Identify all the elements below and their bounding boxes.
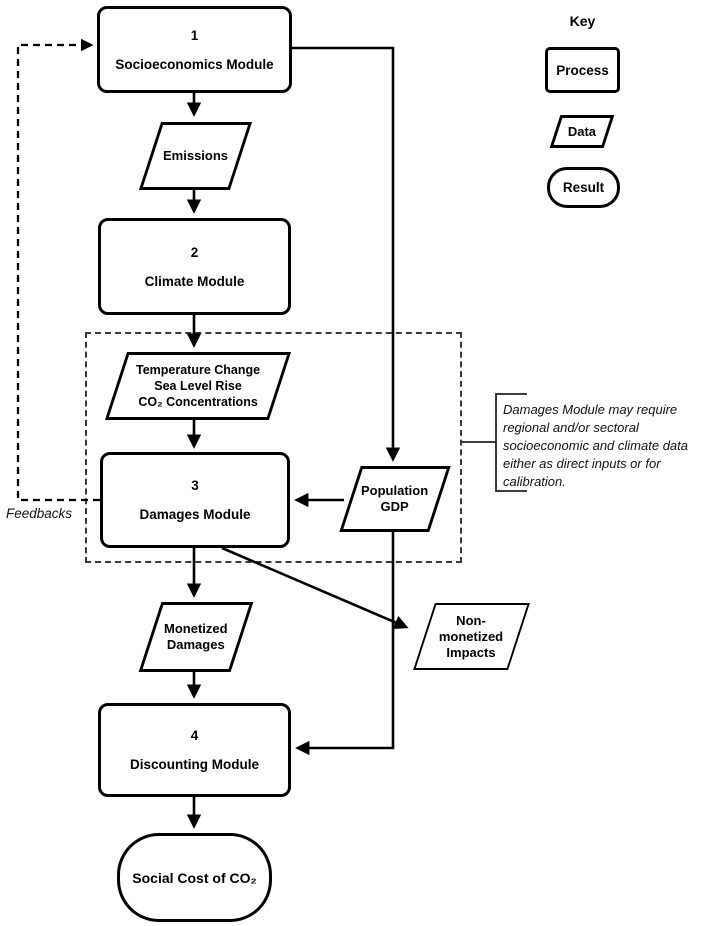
note-line-2: regional and/or sectoral <box>503 420 639 435</box>
social-cost-label: Social Cost of CO₂ <box>132 869 257 886</box>
key-result-label: Result <box>562 180 605 195</box>
discounting-number: 4 <box>190 728 199 743</box>
key-data-label: Data <box>567 123 597 139</box>
key-process-shape: Process <box>545 47 620 93</box>
population-gdp-line-1: Population <box>361 483 429 498</box>
damages-module-note: Damages Module may require regional and/… <box>503 401 718 491</box>
feedbacks-label: Feedbacks <box>6 506 73 521</box>
key-data-shape: Data <box>549 115 615 148</box>
non-monetized-line-3: Impacts <box>446 644 497 660</box>
note-line-4: either as direct inputs or for <box>503 456 661 471</box>
non-monetized-line-2: monetized <box>439 628 504 644</box>
edge-damages-to-nonmonetized <box>221 546 409 630</box>
note-line-1: Damages Module may require <box>503 402 678 417</box>
climate-outputs-line-3: CO₂ Concentrations <box>138 395 258 409</box>
damages-number: 3 <box>191 478 199 493</box>
annotation-bracket <box>495 393 527 492</box>
damages-label: Damages Module <box>139 507 251 522</box>
discounting-module-node: 4 Discounting Module <box>98 703 291 797</box>
key-title: Key <box>569 13 596 29</box>
climate-number: 2 <box>190 244 199 260</box>
key-process-label: Process <box>556 62 609 78</box>
socioeconomics-number: 1 <box>190 27 199 43</box>
edge-population-to-discounting <box>295 532 395 756</box>
note-line-3: socioeconomic and climate data <box>503 438 688 453</box>
climate-label: Climate Module <box>144 273 245 289</box>
damages-group-dashed-box <box>85 332 462 563</box>
non-monetized-line-1: Non- <box>456 612 487 628</box>
monetized-damages-line-2: Damages <box>167 637 225 652</box>
climate-outputs-line-2: Sea Level Rise <box>154 379 242 393</box>
climate-module-node: 2 Climate Module <box>98 218 291 315</box>
key-result-shape: Result <box>547 167 620 208</box>
monetized-damages-line-1: Monetized <box>164 621 228 636</box>
socioeconomics-module-node: 1 Socioeconomics Module <box>97 6 292 93</box>
climate-outputs-line-1: Temperature Change <box>135 363 261 377</box>
note-line-5: calibration. <box>503 474 566 489</box>
discounting-label: Discounting Module <box>130 757 259 772</box>
emissions-label: Emissions <box>162 148 229 163</box>
edge-feedbacks-dashed <box>16 38 100 502</box>
edge-socioeconomics-to-population <box>292 46 401 462</box>
damages-module-node: 3 Damages Module <box>100 452 290 548</box>
socioeconomics-label: Socioeconomics Module <box>115 56 274 72</box>
climate-outputs-data-node: Temperature Change Sea Level Rise CO₂ Co… <box>104 352 292 420</box>
population-gdp-line-2: GDP <box>380 499 410 514</box>
social-cost-result-node: Social Cost of CO₂ <box>117 833 272 922</box>
